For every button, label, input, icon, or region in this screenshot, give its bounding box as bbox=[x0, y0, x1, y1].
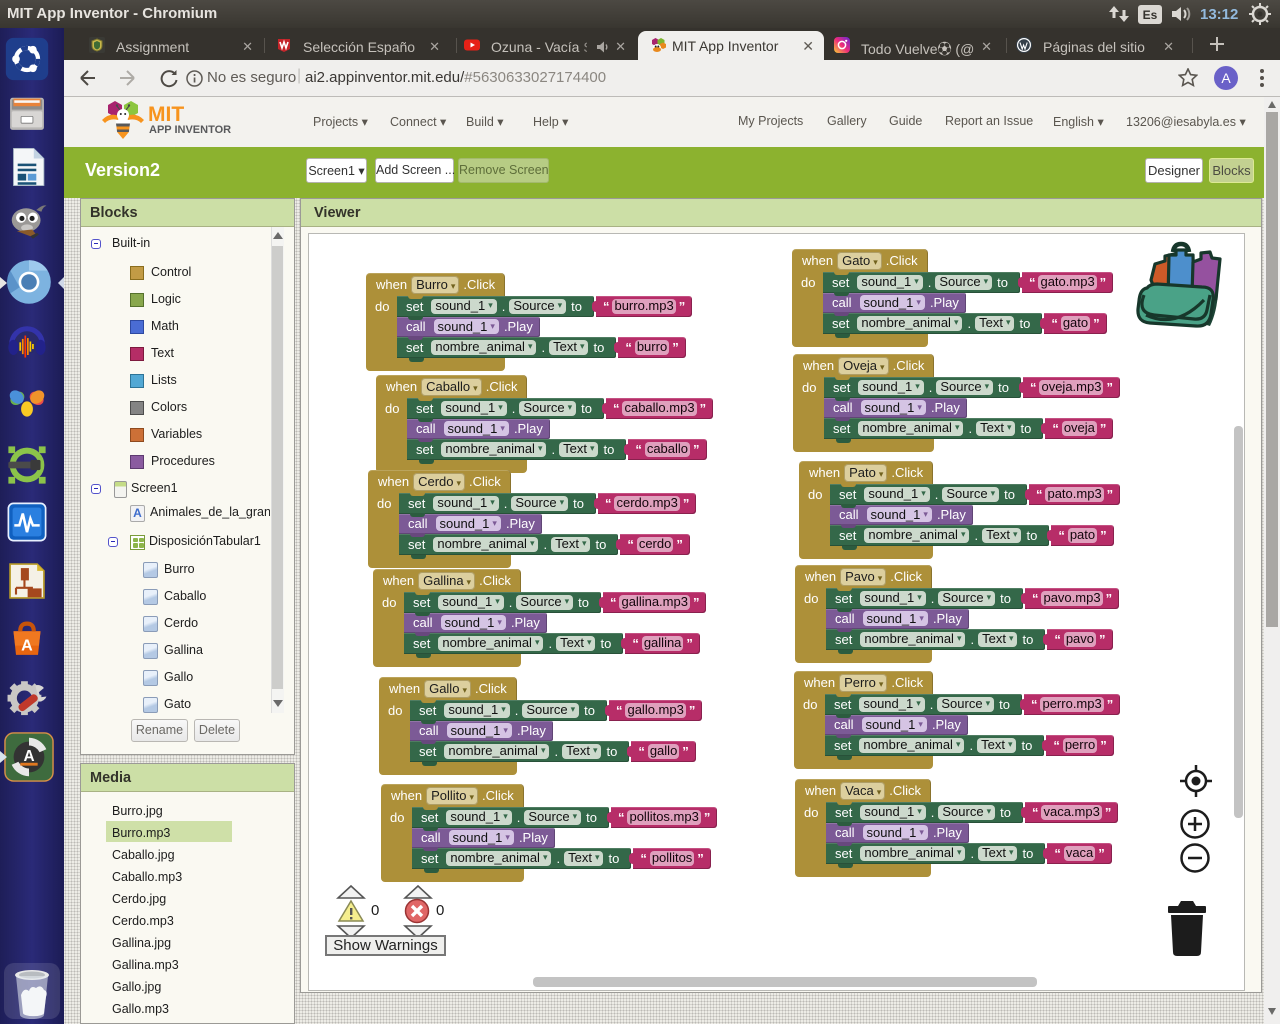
svg-text:Es: Es bbox=[1143, 8, 1158, 22]
svg-text:13:12: 13:12 bbox=[1200, 6, 1238, 23]
svg-text:A: A bbox=[23, 748, 34, 765]
svg-text:A: A bbox=[21, 637, 33, 655]
